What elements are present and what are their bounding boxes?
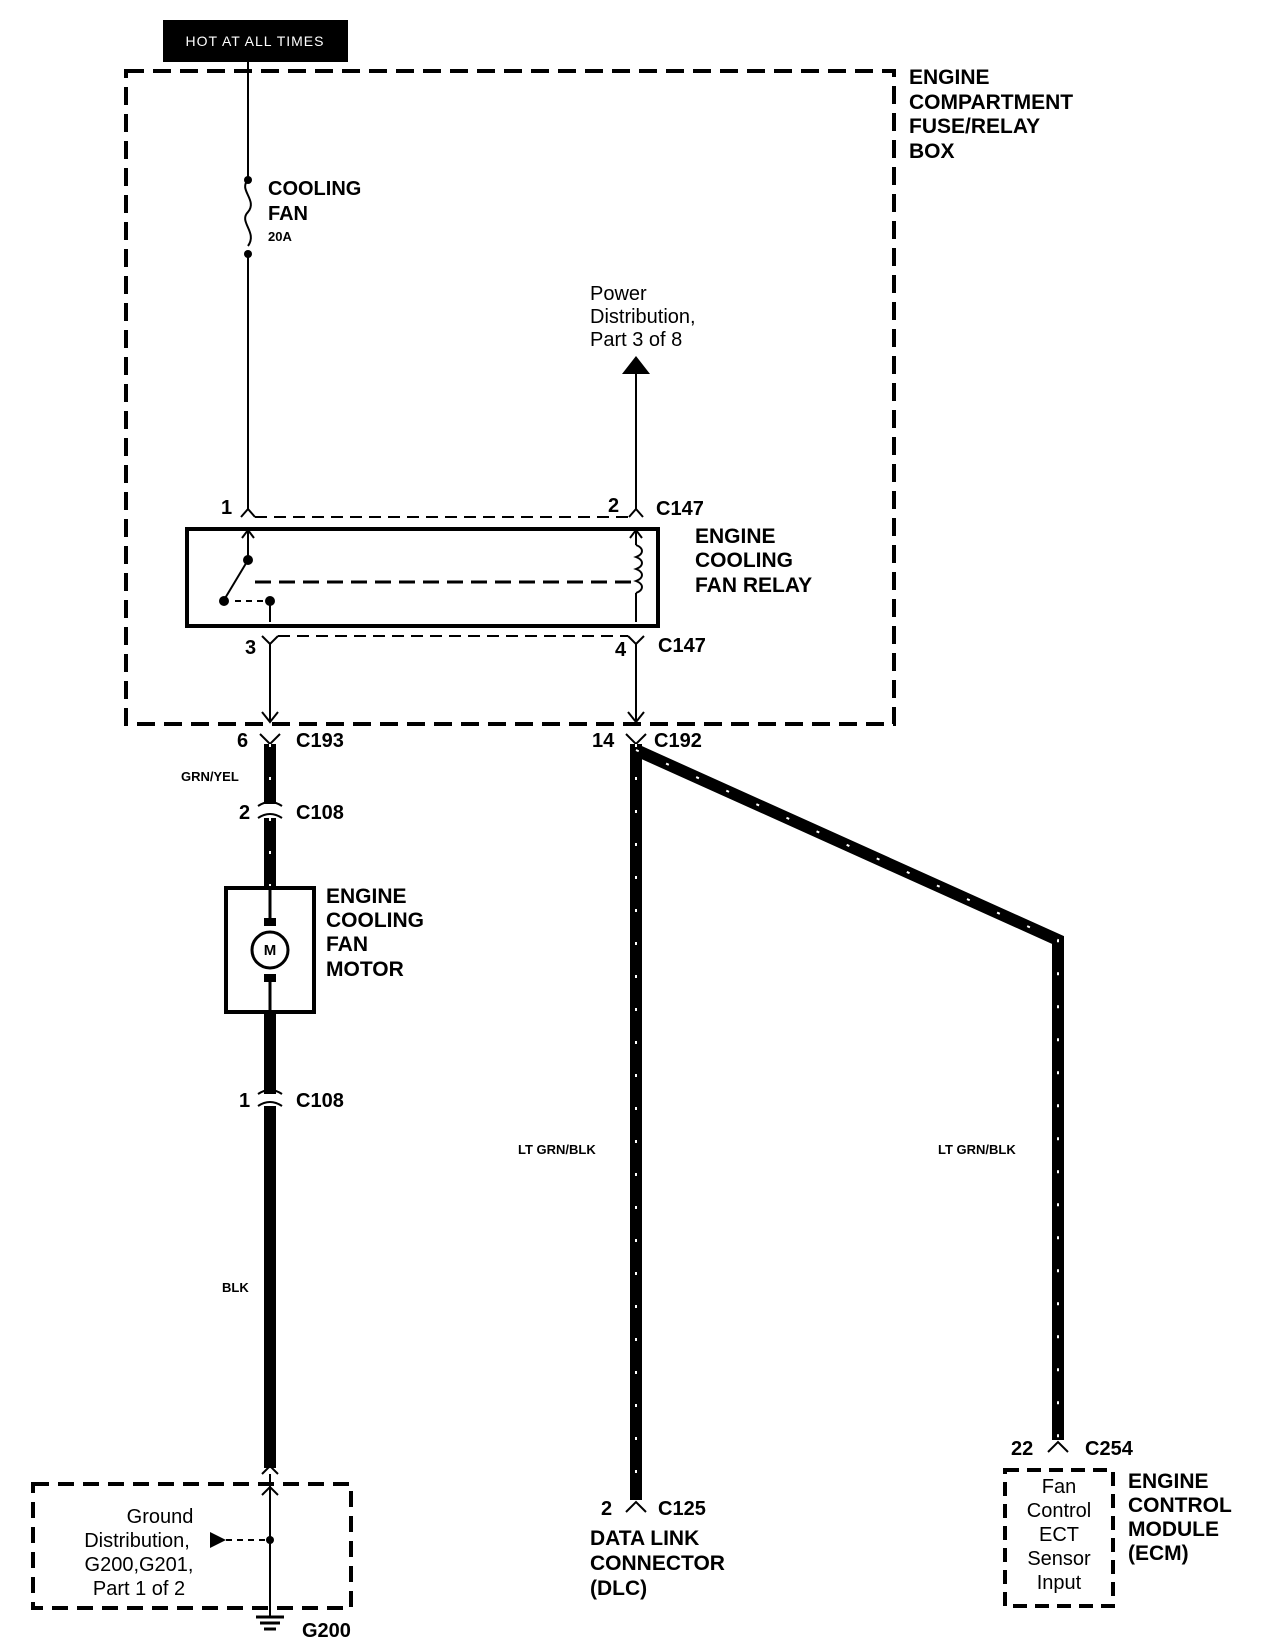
c193-arrow: [261, 711, 279, 724]
c108-top-connector: [257, 801, 283, 807]
ground-connector: [261, 1464, 279, 1475]
relay-coil: [629, 528, 643, 622]
fuse-box-label-line2: COMPARTMENT: [909, 91, 1073, 114]
ground-name: G200: [302, 1620, 351, 1642]
c108-top-name: C108: [296, 802, 344, 824]
wire-blk-label: BLK: [222, 1280, 249, 1295]
relay-pin1: 1: [221, 497, 232, 519]
c125-pin: 2: [601, 1498, 612, 1520]
ecm-input-line5: Input: [1037, 1572, 1082, 1594]
ground-distribution-line2: Distribution,: [84, 1530, 190, 1552]
motor-name-line3: FAN: [326, 933, 368, 956]
relay-name-line1: ENGINE: [695, 525, 776, 548]
fuse-name-line2: FAN: [268, 203, 308, 225]
wire-lt-grn-blk-left-label: LT GRN/BLK: [518, 1142, 596, 1157]
dlc-line3: (DLC): [590, 1577, 647, 1600]
power-distribution-line3: Part 3 of 8: [590, 329, 682, 351]
c125-connector: [625, 1500, 647, 1513]
ground-distribution-line1: Ground: [127, 1506, 194, 1528]
ecm-input-line1: Fan: [1042, 1476, 1076, 1498]
power-distribution-line2: Distribution,: [590, 306, 696, 328]
ecm-name-line2: CONTROL: [1128, 1494, 1232, 1517]
c193-connector: [259, 733, 281, 746]
c193-pin: 6: [237, 730, 248, 752]
fuse-box-label-line4: BOX: [909, 140, 955, 163]
c192-name: C192: [654, 730, 702, 752]
ground-distribution-line3: G200,G201,: [85, 1554, 194, 1576]
power-distribution-line1: Power: [590, 283, 647, 305]
wire-lt-grn-blk-ecm: [633, 744, 1064, 1440]
dlc-line2: CONNECTOR: [590, 1552, 725, 1575]
c254-name: C254: [1085, 1438, 1134, 1460]
relay-pin2-connector: [628, 507, 644, 518]
c125-name: C125: [658, 1498, 706, 1520]
c192-connector: [625, 733, 647, 746]
relay-pin4-connector: [627, 635, 645, 646]
ground-distribution-box: [31, 1482, 353, 1610]
relay-name-line2: COOLING: [695, 549, 793, 572]
ecm-input-line2: Control: [1027, 1500, 1091, 1522]
c108-bottom-connector: [257, 1089, 283, 1095]
c192-pin: 14: [592, 730, 615, 752]
ground-distribution-line4: Part 1 of 2: [93, 1578, 185, 1600]
relay-pin4: 4: [615, 639, 627, 661]
ecm-name-line4: (ECM): [1128, 1542, 1189, 1565]
motor-symbol: [250, 888, 290, 1012]
wire-lt-grn-blk-right-label: LT GRN/BLK: [938, 1142, 1016, 1157]
relay-switch: [219, 528, 632, 622]
fuse-symbol: [244, 176, 252, 258]
ecm-input-line4: Sensor: [1027, 1548, 1091, 1570]
c108-top-pin: 2: [239, 802, 250, 824]
relay-pin3-connector: [261, 635, 279, 646]
ecm-box: [1003, 1468, 1115, 1608]
relay-name-line3: FAN RELAY: [695, 574, 812, 597]
fuse-name-line1: COOLING: [268, 178, 361, 200]
power-source-label: HOT AT ALL TIMES: [186, 33, 325, 49]
fuse-box-label-line1: ENGINE: [909, 66, 990, 89]
power-source: HOT AT ALL TIMES: [163, 20, 348, 62]
motor-symbol-label: M: [264, 942, 277, 959]
wire-grn-yel-label: GRN/YEL: [181, 769, 239, 784]
fuse-relay-box-outline: [124, 69, 896, 726]
relay-connector-top: C147: [656, 498, 704, 520]
motor-name-line1: ENGINE: [326, 885, 407, 908]
c193-name: C193: [296, 730, 344, 752]
ground-icon: [256, 1615, 284, 1631]
power-distribution-arrow: [622, 356, 650, 510]
fuse-rating: 20A: [268, 229, 292, 244]
fuse-box-label-line3: FUSE/RELAY: [909, 115, 1040, 138]
relay-box: [185, 527, 660, 628]
c192-arrow: [627, 711, 645, 724]
motor-name-line2: COOLING: [326, 909, 424, 932]
relay-pin1-connector: [240, 507, 256, 518]
ecm-name-line1: ENGINE: [1128, 1470, 1209, 1493]
relay-pin2: 2: [608, 495, 619, 517]
c108-bottom-pin: 1: [239, 1090, 250, 1112]
c108-bottom-name: C108: [296, 1090, 344, 1112]
ecm-name-line3: MODULE: [1128, 1518, 1219, 1541]
dlc-line1: DATA LINK: [590, 1527, 699, 1550]
relay-connector-bottom: C147: [658, 635, 706, 657]
c254-connector: [1047, 1440, 1069, 1453]
relay-pin3: 3: [245, 637, 256, 659]
c254-pin: 22: [1011, 1438, 1033, 1460]
motor-name-line4: MOTOR: [326, 958, 404, 981]
ecm-input-line3: ECT: [1039, 1524, 1079, 1546]
